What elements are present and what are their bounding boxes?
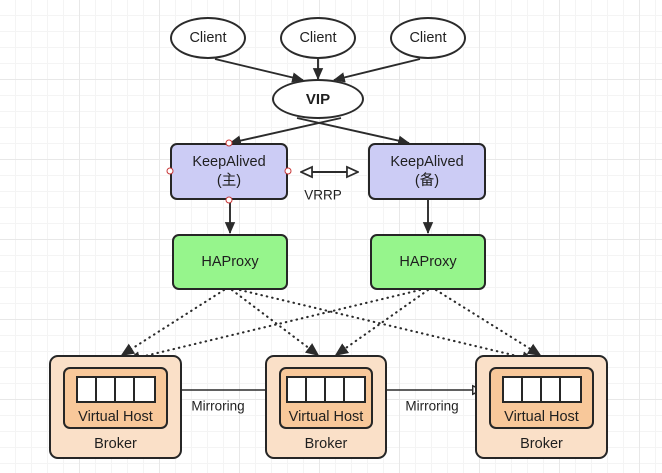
edge-vip-keepalived-backup bbox=[296, 117, 410, 146]
edge-label-mirroring-left: Mirroring bbox=[191, 398, 245, 414]
virtual-host-container-2[interactable]: Virtual Host bbox=[279, 367, 373, 429]
queue-cell bbox=[288, 378, 307, 401]
virtual-host-label: Virtual Host bbox=[504, 408, 579, 425]
edge-haproxy1-broker3 bbox=[238, 288, 536, 364]
edge-haproxy2-broker3 bbox=[434, 288, 542, 357]
keepalived-master-node[interactable]: KeepAlived (主) bbox=[170, 143, 288, 200]
queue-cell bbox=[307, 378, 326, 401]
virtual-host-container-3[interactable]: Virtual Host bbox=[489, 367, 594, 429]
virtual-host-label: Virtual Host bbox=[78, 408, 153, 425]
broker-node-1[interactable]: Virtual Host Broker bbox=[49, 355, 182, 459]
virtual-host-label: Virtual Host bbox=[288, 408, 364, 425]
keepalived-backup-name: KeepAlived bbox=[390, 154, 464, 171]
vip-label: VIP bbox=[305, 90, 331, 108]
client-node-3[interactable]: Client bbox=[390, 17, 466, 59]
queue-icon bbox=[501, 376, 582, 403]
queue-cell bbox=[522, 378, 542, 401]
edge-client1-vip bbox=[214, 58, 304, 83]
queue-cell bbox=[77, 378, 97, 401]
edge-haproxy1-broker1 bbox=[120, 288, 226, 357]
haproxy-label: HAProxy bbox=[201, 254, 259, 270]
keepalived-backup-node[interactable]: KeepAlived (备) bbox=[368, 143, 486, 200]
client-node-2[interactable]: Client bbox=[280, 17, 356, 59]
queue-cell bbox=[96, 378, 116, 401]
broker-label: Broker bbox=[520, 435, 563, 452]
haproxy-node-2[interactable]: HAProxy bbox=[370, 234, 486, 290]
edge-label-mirroring-right: Mirroring bbox=[405, 398, 459, 414]
queue-cell bbox=[503, 378, 523, 401]
anchor-keepalived-master-bottom bbox=[225, 196, 233, 204]
keepalived-backup-role: (备) bbox=[414, 172, 440, 189]
virtual-host-container-1[interactable]: Virtual Host bbox=[63, 367, 168, 429]
haproxy-label: HAProxy bbox=[399, 254, 457, 270]
queue-cell bbox=[326, 378, 345, 401]
keepalived-master-name: KeepAlived bbox=[192, 154, 266, 171]
broker-label: Broker bbox=[94, 435, 137, 452]
haproxy-node-1[interactable]: HAProxy bbox=[172, 234, 288, 290]
queue-cell bbox=[560, 378, 580, 401]
vip-node[interactable]: VIP bbox=[272, 79, 364, 119]
queue-cell bbox=[134, 378, 154, 401]
anchor-keepalived-master-left bbox=[166, 167, 174, 175]
edge-client3-vip bbox=[333, 58, 421, 83]
edge-label-vrrp: VRRP bbox=[304, 187, 342, 203]
queue-icon bbox=[286, 376, 366, 403]
queue-cell bbox=[541, 378, 561, 401]
anchor-keepalived-master-right bbox=[284, 167, 292, 175]
anchor-keepalived-master-top bbox=[225, 139, 233, 147]
broker-node-2[interactable]: Virtual Host Broker bbox=[265, 355, 387, 459]
broker-label: Broker bbox=[304, 435, 348, 452]
edge-vip-keepalived-master bbox=[229, 117, 342, 146]
client-label: Client bbox=[409, 30, 447, 46]
queue-icon bbox=[75, 376, 156, 403]
keepalived-master-role: (主) bbox=[216, 172, 242, 189]
client-label: Client bbox=[189, 30, 227, 46]
queue-cell bbox=[115, 378, 135, 401]
broker-node-3[interactable]: Virtual Host Broker bbox=[475, 355, 608, 459]
edge-haproxy2-broker2 bbox=[334, 288, 430, 357]
edge-haproxy2-broker1 bbox=[126, 288, 422, 363]
client-node-1[interactable]: Client bbox=[170, 17, 246, 59]
client-label: Client bbox=[299, 30, 337, 46]
edge-haproxy1-broker2 bbox=[230, 288, 320, 357]
queue-cell bbox=[345, 378, 364, 401]
